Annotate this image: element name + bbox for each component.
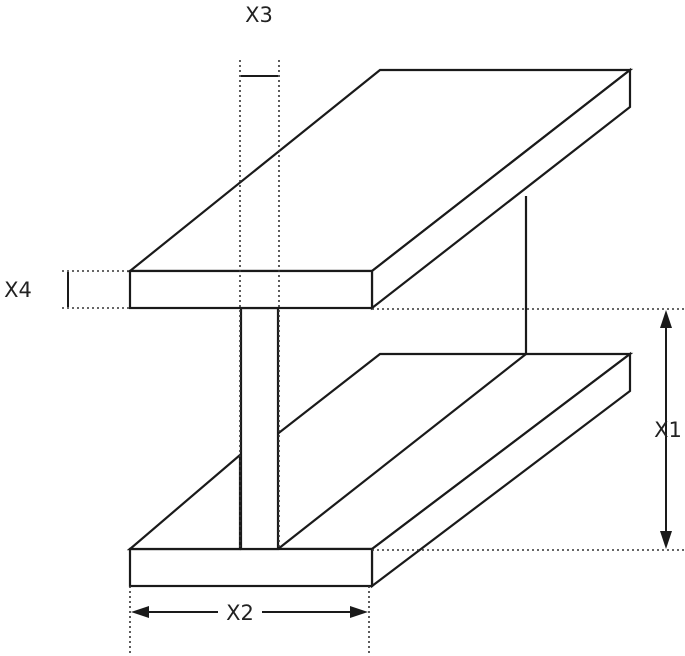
x4-label: X4 <box>4 278 32 302</box>
x2-label: X2 <box>226 601 254 625</box>
bottom-flange-front-face <box>128 547 374 588</box>
dimension-x4: X4 <box>4 272 69 307</box>
x3-label: X3 <box>245 3 273 27</box>
top-flange <box>126 67 634 311</box>
dimension-x2: X2 <box>131 601 368 625</box>
x1-label: X1 <box>654 418 682 442</box>
dimension-x1: X1 <box>654 310 682 549</box>
x2-arrowhead-right <box>350 606 368 618</box>
web <box>127 196 528 551</box>
top-flange-top-face <box>126 68 634 273</box>
web-base-edge <box>277 353 527 550</box>
x1-arrowhead-bottom <box>660 531 672 549</box>
web-front-face <box>239 306 280 551</box>
dimension-x3: X3 <box>241 3 278 77</box>
web-back-wall <box>127 452 242 551</box>
guide-lines <box>62 60 685 656</box>
x2-arrowhead-left <box>131 606 149 618</box>
top-flange-front-face <box>128 269 374 310</box>
x1-arrowhead-top <box>660 310 672 328</box>
